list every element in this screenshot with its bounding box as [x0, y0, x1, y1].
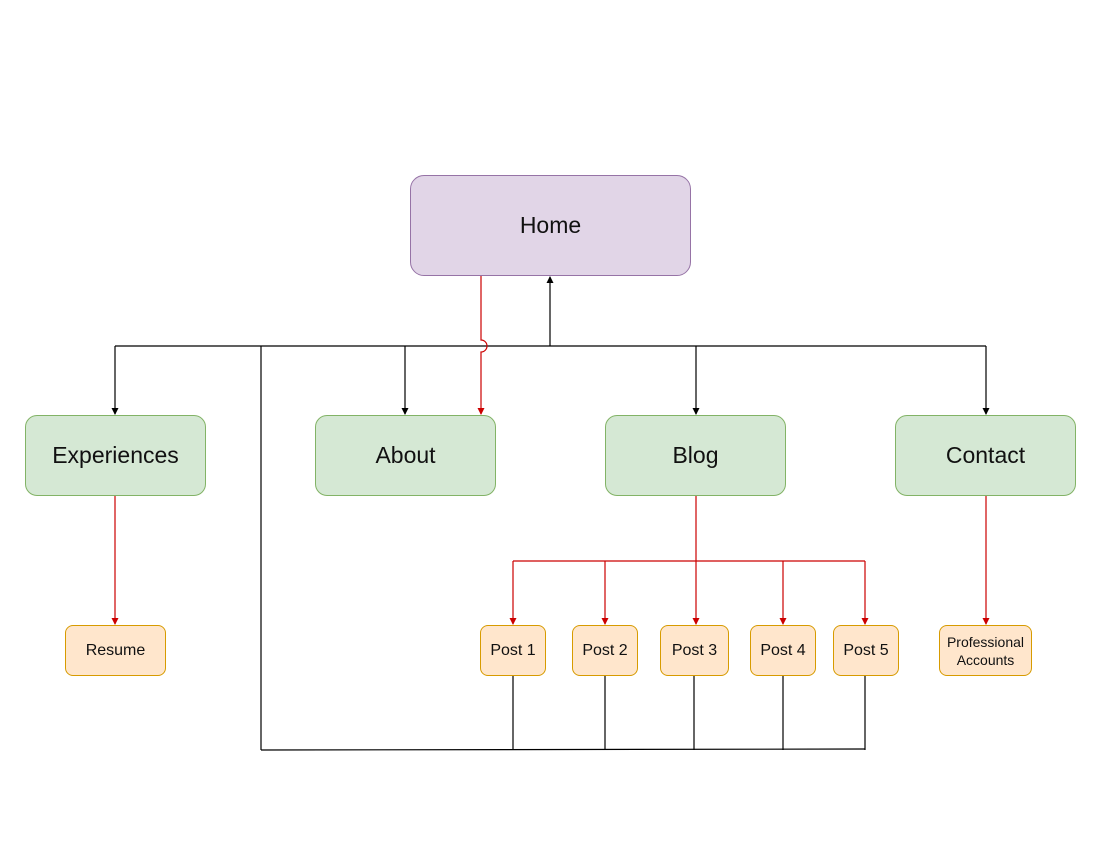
node-post-3: Post 3 — [660, 625, 729, 676]
edge-home-to-about — [477, 276, 488, 415]
node-post-4: Post 4 — [750, 625, 816, 676]
node-home: Home — [410, 175, 691, 276]
node-post-1: Post 1 — [480, 625, 546, 676]
node-professional-accounts: Professional Accounts — [939, 625, 1032, 676]
node-post-2: Post 2 — [572, 625, 638, 676]
node-experiences: Experiences — [25, 415, 206, 496]
node-post-5: Post 5 — [833, 625, 899, 676]
return-bottom-line — [260, 748, 866, 751]
node-resume: Resume — [65, 625, 166, 676]
node-blog: Blog — [605, 415, 786, 496]
node-about: About — [315, 415, 496, 496]
node-contact: Contact — [895, 415, 1076, 496]
